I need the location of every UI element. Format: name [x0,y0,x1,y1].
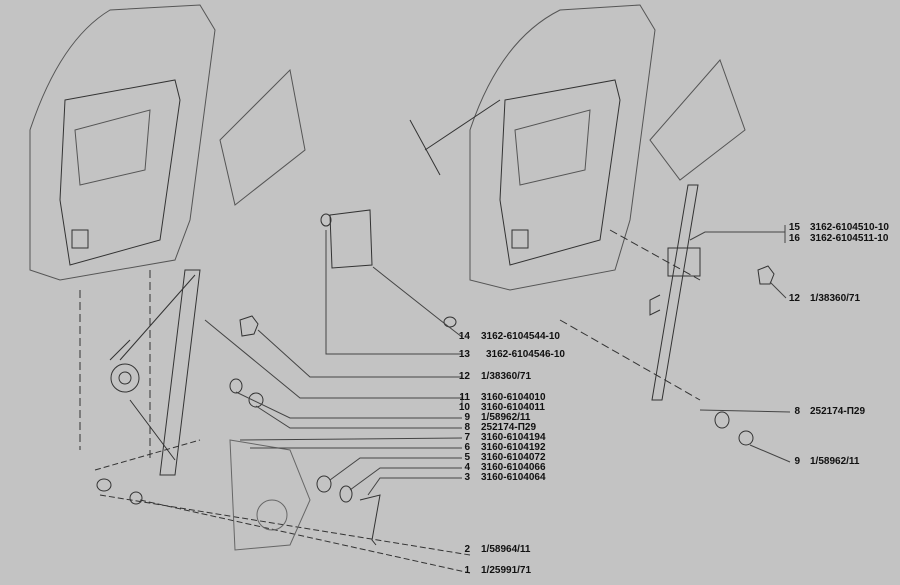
part-number: 3160-6104066 [481,462,546,473]
part-number: 3160-6104072 [481,452,546,463]
part-number: 3160-6104064 [481,472,546,483]
part-number: 3162-6104546-10 [486,349,565,360]
callout-number: 5 [464,452,470,463]
callout-number: 8 [464,422,470,433]
part-number: 1/58964/11 [481,544,531,555]
right-leader-lines [689,225,791,463]
callout-number: 9 [464,412,470,423]
part-number: 1/38360/71 [810,293,861,304]
part-number: 1/58962/11 [481,412,531,423]
part-number: 252174-П29 [810,406,866,417]
part-number: 3160-6104194 [481,432,546,443]
callout-number: 9 [794,456,800,467]
callout-number: 8 [794,406,800,417]
right-door-panel [409,4,746,291]
callout-number: 13 [458,349,470,360]
callout-number: 4 [464,462,470,473]
part-number: 3160-6104010 [481,392,546,403]
callout-number: 3 [464,472,470,483]
callout-number: 6 [464,442,470,453]
part-number: 3162-6104511-10 [810,233,889,244]
part-number: 3162-6104510-10 [810,222,889,233]
callout-number: 2 [464,544,470,555]
part-number: 1/25991/71 [481,565,532,576]
right-window-regulator [559,184,775,446]
callout-number: 7 [464,432,470,443]
callout-number: 15 [788,222,800,233]
callout-number: 12 [788,293,800,304]
callout-number: 1 [464,565,470,576]
callout-number: 12 [458,371,470,382]
callout-number: 16 [788,233,800,244]
left-window-regulator [79,269,471,574]
part-number: 252174-П29 [481,422,537,433]
part-number: 3162-6104544-10 [481,331,560,342]
callout-number: 10 [458,402,470,413]
part-number: 3160-6104011 [481,402,545,413]
part-number: 1/58962/11 [810,456,860,467]
callout-number: 11 [459,392,470,403]
callout-number: 14 [458,331,470,342]
part-number: 3160-6104192 [481,442,546,453]
left-leader-lines [204,230,463,496]
left-small-parts [96,209,457,551]
part-number: 1/38360/71 [481,371,532,382]
left-door-panel [29,4,306,281]
